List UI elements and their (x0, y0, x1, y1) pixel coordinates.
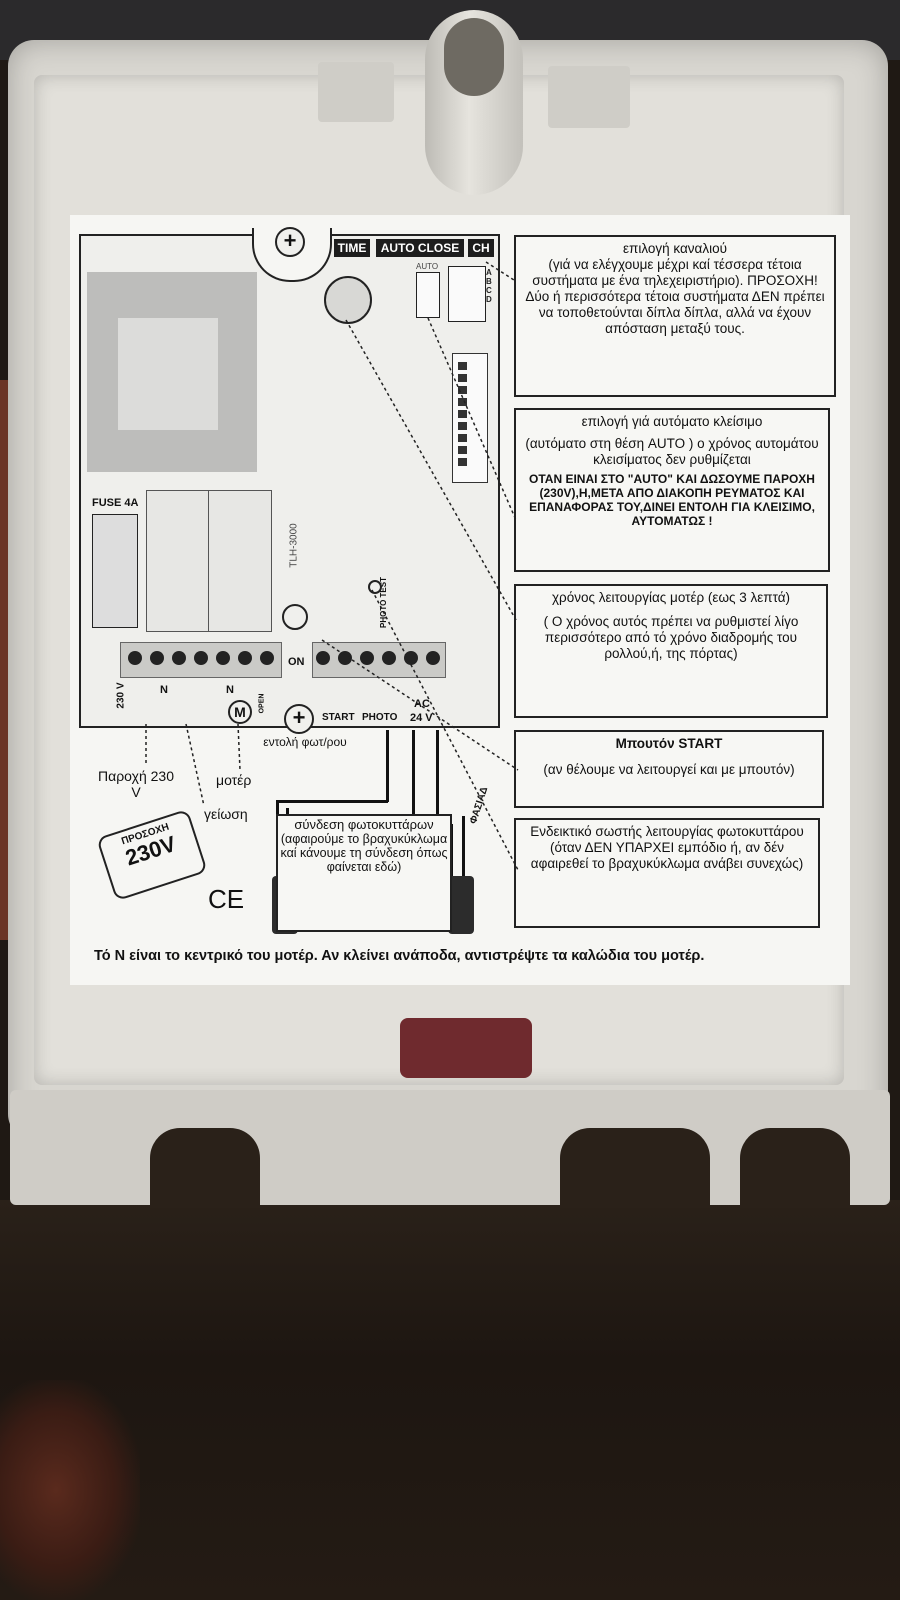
channel-body: (γιά να ελέγχουμε μέχρι καί τέσσερα τέτο… (525, 257, 825, 336)
auto-close-body: (αυτόματο στη θέση AUTO ) ο χρόνος αυτομ… (525, 436, 819, 467)
wire (276, 800, 388, 803)
terminal-screw-icon (260, 651, 274, 665)
cable-notch (740, 1128, 850, 1208)
indicator-title: Ενδεικτικό σωστής λειτουργίας φωτοκυττάρ… (530, 824, 804, 839)
fuse-icon (92, 514, 138, 628)
terminal-screw-icon (360, 651, 374, 665)
dip-lever (458, 422, 467, 430)
terminal-screw-icon (382, 651, 396, 665)
terminal-screw-icon (194, 651, 208, 665)
wire (412, 730, 415, 822)
table-stain (0, 1380, 140, 1600)
screw-hole (444, 18, 504, 96)
header-auto-close: AUTO CLOSE (376, 239, 464, 257)
photocell-title: σύνδεση φωτοκυττάρων (294, 817, 434, 832)
mount-tab-left (318, 62, 394, 122)
photocell-connection-box: σύνδεση φωτοκυττάρων (αφαιρούμε το βραχυ… (276, 814, 452, 932)
header-time: TIME (334, 239, 370, 257)
red-seal (400, 1018, 532, 1078)
channel-letters: A B C D (486, 268, 492, 304)
photocell-icon (448, 876, 474, 934)
cable-notch (150, 1128, 260, 1208)
ce-mark: CE (208, 884, 245, 914)
dip-lever (458, 458, 467, 466)
auto-close-title: επιλογή γιά αυτόματο κλείσιμο (581, 414, 763, 429)
terminal-n: N (226, 684, 234, 696)
wire (462, 816, 465, 880)
terminal-screw-icon (426, 651, 440, 665)
footer-note: Τό N είναι το κεντρικό του μοτέρ. Αν κλε… (94, 948, 705, 964)
cable-notch (560, 1128, 710, 1208)
terminal-screw-icon (316, 651, 330, 665)
indicator-body: (όταν ΔΕΝ ΥΠΑΡΧΕΙ εμπόδιο ή, αν δέν αφαι… (530, 840, 804, 871)
photocell-note: (αφαιρούμε το βραχυκύκλωμα καί κάνουμε τ… (280, 832, 448, 874)
ground-label: γείωση (204, 806, 248, 822)
terminal-24v: 24 V (410, 712, 433, 724)
auto-close-note: ΟΤΑΝ ΕΙΝΑΙ ΣΤΟ "AUTO" ΚΑΙ ΔΩΣΟΥΜΕ ΠΑΡΟΧΗ… (529, 472, 815, 528)
wire (386, 730, 389, 802)
dip-lever (458, 446, 467, 454)
auto-jumper-icon (416, 272, 440, 318)
motor-time-box: χρόνος λειτουργίας μοτέρ (εως 3 λεπτά) (… (514, 584, 828, 718)
start-button-box: Μπουτόν START (αν θέλουμε να λειτουργεί … (514, 730, 824, 808)
auto-close-box: επιλογή γιά αυτόματο κλείσιμο (αυτόματο … (514, 408, 830, 572)
mount-tab-right (548, 66, 630, 128)
relay-drawing (208, 490, 272, 632)
dip-lever (458, 410, 467, 418)
dip-lever (458, 434, 467, 442)
transformer-core (118, 318, 218, 430)
dip-lever (458, 398, 467, 406)
hole-icon (282, 604, 308, 630)
terminal-ac: AC (414, 698, 430, 710)
terminal-screw-icon (128, 651, 142, 665)
motor-time-body: ( Ο χρόνος αυτός πρέπει να ρυθμιστεί λίγ… (543, 614, 799, 661)
terminal-screw-icon (404, 651, 418, 665)
start-body: (αν θέλουμε να λειτουργεί και με μπουτόν… (543, 762, 795, 777)
screw-plus-icon: + (275, 227, 305, 257)
motor-label: μοτέρ (216, 772, 252, 788)
table-surface (0, 1200, 900, 1600)
time-trimmer-icon (324, 276, 372, 324)
terminal-screw-icon (216, 651, 230, 665)
start-title: Μπουτόν START (615, 736, 723, 751)
motor-icon: M (228, 700, 252, 724)
terminal-screw-icon (238, 651, 252, 665)
wire (436, 730, 439, 828)
photocell-indicator-box: Ενδεικτικό σωστής λειτουργίας φωτοκυττάρ… (514, 818, 820, 928)
auto-jumper-label: AUTO (416, 262, 439, 271)
terminal-start: START (322, 712, 355, 723)
dip-lever (458, 362, 467, 370)
header-ch: CH (468, 239, 494, 257)
channel-selection-box: επιλογή καναλιού (γιά να ελέγχουμε μέχρι… (514, 235, 836, 397)
terminal-screw-icon (338, 651, 352, 665)
screw-plus-icon: + (284, 704, 314, 734)
terminal-photo: PHOTO (362, 712, 398, 723)
motor-time-title: χρόνος λειτουργίας μοτέρ (εως 3 λεπτά) (551, 590, 791, 605)
dip-lever (458, 374, 467, 382)
channel-jumper-icon (448, 266, 486, 322)
terminal-screw-icon (150, 651, 164, 665)
command-label: εντολή φωτ/ρου (263, 735, 347, 749)
fuse-label: FUSE 4A (92, 497, 139, 509)
terminal-n: N (160, 684, 168, 696)
channel-title: επιλογή καναλιού (623, 241, 727, 256)
dip-lever (458, 386, 467, 394)
supply-label: Παροχή 230 V (98, 768, 174, 800)
terminal-screw-icon (172, 651, 186, 665)
on-label: ON (288, 656, 305, 668)
